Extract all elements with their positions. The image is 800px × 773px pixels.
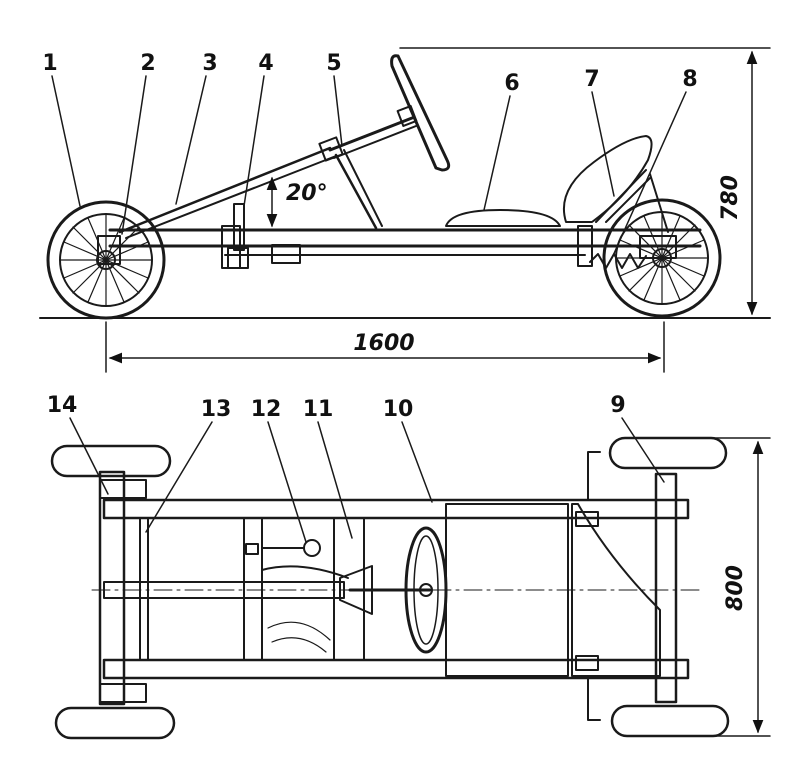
front-wheel [46, 200, 166, 320]
steering-linkage [245, 539, 432, 653]
callout-5: 5 [326, 51, 341, 76]
rear-left-wheel [608, 436, 728, 470]
spring [589, 253, 647, 269]
track-label: 800 [723, 565, 748, 611]
callout-7: 7 [584, 67, 599, 92]
wheelbase-label: 1600 [353, 331, 414, 356]
floor-cushion [445, 209, 561, 227]
front-axle [98, 470, 126, 706]
callout-9: 9 [610, 393, 625, 418]
height-label: 780 [718, 175, 743, 221]
callout-10: 10 [383, 397, 414, 422]
callout-2: 2 [140, 51, 155, 76]
top-frame [91, 498, 701, 680]
track-dimension: 800 [689, 437, 771, 737]
pedal [227, 203, 249, 269]
top-view: 800 14 13 12 11 10 9 [47, 393, 771, 740]
steering-strut [118, 146, 332, 234]
seat-cushion [445, 503, 569, 677]
callout-1: 1 [42, 51, 57, 76]
callout-8: 8 [682, 67, 697, 92]
height-dimension: 780 [399, 47, 771, 316]
side-view: 20° 780 1600 1 2 3 [39, 47, 771, 373]
callout-14: 14 [47, 393, 78, 418]
side-callouts: 1 2 3 4 5 6 7 8 [42, 51, 698, 259]
angle-label: 20° [286, 181, 328, 206]
seat-back-top [571, 503, 661, 677]
steering-column [318, 54, 451, 230]
rear-right-wheel [610, 704, 730, 738]
angle-annotation: 20° [266, 176, 328, 228]
wheelbase-dimension: 1600 [105, 321, 665, 373]
callout-3: 3 [202, 51, 217, 76]
callout-12: 12 [251, 397, 282, 422]
frame [97, 225, 702, 269]
top-callouts: 14 13 12 11 10 9 [47, 393, 665, 543]
rear-axle [654, 472, 678, 704]
steering-wheel [390, 54, 451, 172]
callout-6: 6 [504, 71, 519, 96]
front-right-wheel [54, 706, 176, 740]
callout-13: 13 [201, 397, 232, 422]
callout-11: 11 [303, 397, 334, 422]
front-left-wheel [50, 444, 172, 478]
callout-4: 4 [258, 51, 273, 76]
